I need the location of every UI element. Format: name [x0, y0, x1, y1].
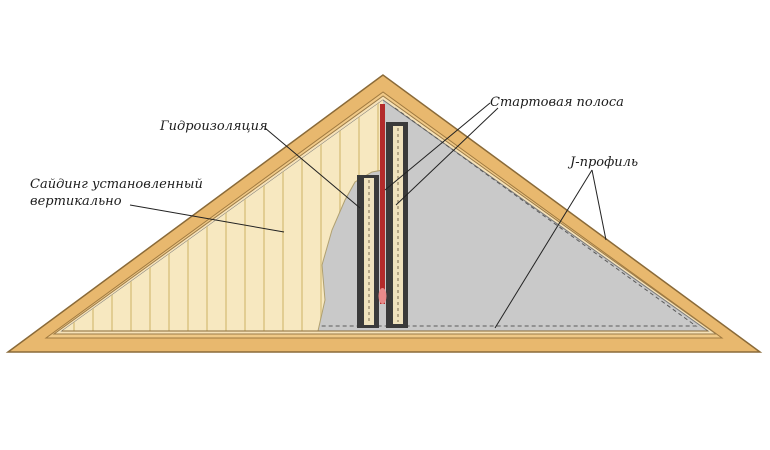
leader-starter-2: [395, 107, 499, 206]
leader-j-profile-1: [591, 169, 607, 241]
leader-j-profile-2: [494, 169, 593, 329]
label-j-profile: J-профиль: [567, 155, 638, 170]
label-siding-line2: вертикально: [30, 194, 122, 209]
central-pipe: [380, 104, 385, 304]
label-waterproofing: Гидроизоляция: [159, 119, 268, 134]
leader-siding: [129, 204, 285, 233]
pipe-end: [378, 288, 387, 304]
label-starter-strip: Стартовая полоса: [490, 95, 624, 110]
siding-torn-edge: [317, 169, 384, 332]
leader-lines: [129, 102, 607, 329]
leader-starter-1: [384, 102, 491, 191]
j-profile-dashed-line: [312, 107, 698, 327]
leader-waterproofing: [264, 127, 361, 209]
label-siding-line1: Сайдинг установленный: [30, 177, 203, 192]
